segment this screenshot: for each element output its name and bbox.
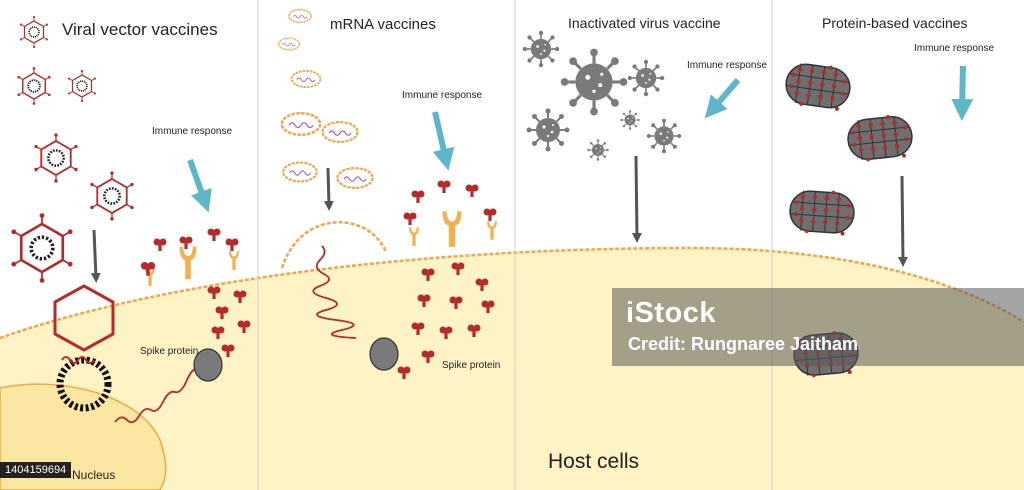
- watermark-band: [612, 288, 1024, 366]
- dna-strand: [61, 356, 95, 364]
- antibody-receptor-icon: [442, 211, 462, 247]
- protein-particle-icon: [782, 59, 854, 113]
- immune-response-label: Immune response: [914, 43, 995, 54]
- spike-protein-label: Spike protein: [442, 360, 501, 371]
- panel-title-mrna: mRNA vaccines: [330, 16, 436, 33]
- panel-title-viral-vector: Viral vector vaccines: [62, 20, 218, 39]
- gray-arrow: [631, 155, 642, 243]
- inactivated-virus-icon: [645, 117, 683, 154]
- inactivated-virus-icon: [626, 58, 666, 98]
- viral-vector-icon: [33, 132, 79, 184]
- gray-arrow: [323, 167, 334, 211]
- endosome-bulge: [280, 221, 388, 269]
- immune-arrow: [187, 158, 212, 213]
- dna-ring: [56, 356, 112, 412]
- watermark-logo: iStock: [626, 297, 717, 329]
- nucleus-label: Nucleus: [72, 468, 116, 482]
- mrna-strand: [312, 245, 357, 339]
- viral-vector-icon: [9, 211, 75, 285]
- mrna-capsule-icon: [282, 161, 318, 183]
- gray-arrow: [897, 175, 908, 267]
- immune-arrow: [951, 65, 974, 121]
- viral-vector-icon: [19, 15, 49, 49]
- antibody-receptor-icon: [179, 246, 197, 280]
- ribosome-icon: [369, 337, 399, 371]
- immune-response-label: Immune response: [152, 126, 233, 137]
- antibody-receptor-icon: [229, 251, 239, 270]
- inactivated-virus-icon: [586, 138, 610, 162]
- cell-membrane: [0, 246, 1024, 340]
- antibody-receptor-icon: [409, 227, 419, 246]
- panel-title-inactivated: Inactivated virus vaccine: [568, 15, 721, 31]
- mrna-strand: [114, 368, 200, 424]
- gray-arrow: [90, 229, 101, 283]
- immune-response-label: Immune response: [687, 60, 768, 71]
- ribosome-icon: [193, 348, 223, 382]
- image-id-badge: 1404159694: [0, 462, 72, 478]
- viral-vector-icon: [89, 170, 135, 222]
- antibody-receptor-icon: [487, 221, 497, 240]
- inactivated-virus-icon: [559, 47, 629, 117]
- inactivated-virus-icon: [619, 109, 641, 131]
- immune-arrow: [704, 78, 741, 119]
- mrna-capsule-icon: [336, 167, 374, 189]
- panel-title-protein: Protein-based vaccines: [822, 15, 968, 31]
- inactivated-virus-icon: [521, 29, 561, 69]
- protein-particle-icon: [845, 112, 915, 164]
- panel-dividers: [257, 0, 773, 490]
- mrna-capsule-icon: [290, 69, 322, 88]
- watermark-credit: Credit: Rungnaree Jaitham: [628, 334, 859, 354]
- host-cells-label: Host cells: [548, 450, 640, 473]
- mrna-capsule-icon: [288, 8, 312, 23]
- viral-vector-opened: [53, 284, 115, 352]
- immune-response-label: Immune response: [402, 90, 483, 101]
- mrna-capsule-icon: [321, 121, 359, 144]
- viral-vector-icon: [67, 69, 97, 103]
- immune-arrow: [432, 111, 455, 171]
- viral-vector-icon: [16, 66, 52, 106]
- mrna-capsule-icon: [277, 37, 301, 51]
- protein-particle-icon: [787, 187, 857, 237]
- inactivated-virus-icon: [525, 107, 571, 153]
- mrna-capsule-icon: [280, 112, 322, 137]
- spike-protein-label: Spike protein: [140, 346, 199, 357]
